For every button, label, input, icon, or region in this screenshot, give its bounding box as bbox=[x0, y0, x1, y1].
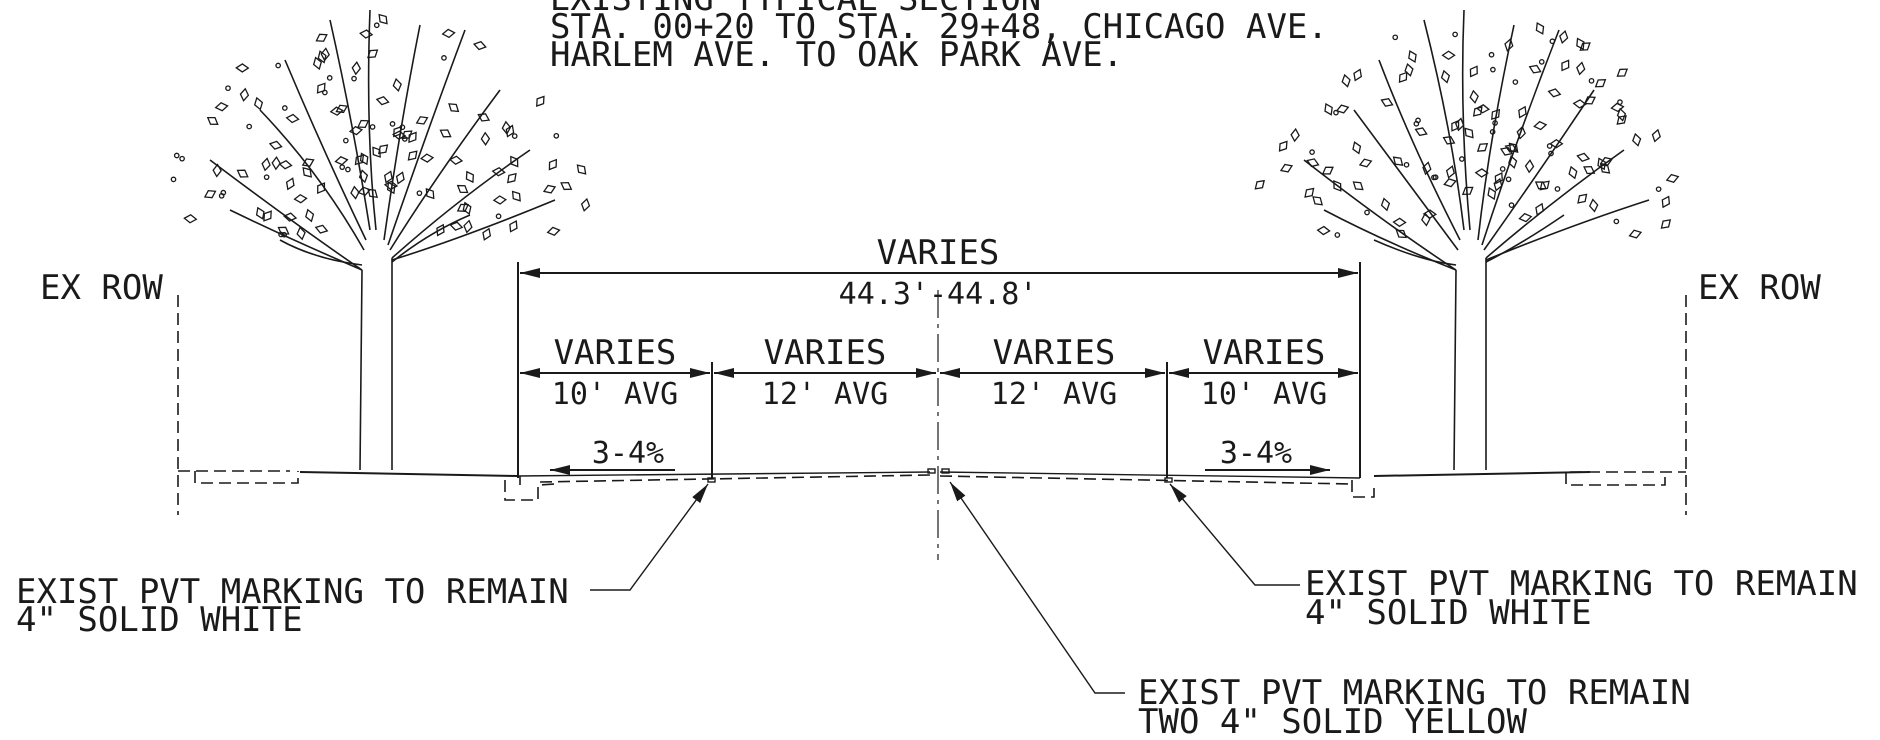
callout-left: EXIST PVT MARKING TO REMAIN 4" SOLID WHI… bbox=[16, 572, 569, 640]
slope-left: 3-4% bbox=[550, 436, 675, 475]
title-line-1: EXISTING TYPICAL SECTION bbox=[550, 0, 1041, 19]
tree-left-icon bbox=[170, 9, 591, 471]
callout-center-line-2: TWO 4" SOLID YELLOW bbox=[1138, 702, 1527, 740]
lane-3-label: VARIES bbox=[993, 333, 1116, 373]
pavement-profile bbox=[178, 468, 1686, 501]
lane-2-label: VARIES bbox=[764, 333, 887, 373]
callout-center-line-1: EXIST PVT MARKING TO REMAIN bbox=[1138, 673, 1691, 713]
leader-lines bbox=[590, 481, 1300, 694]
lane-2-width: 12' AVG bbox=[762, 377, 888, 412]
title-line-3: HARLEM AVE. TO OAK PARK AVE. bbox=[550, 35, 1123, 75]
slope-right-label: 3-4% bbox=[1220, 436, 1292, 471]
lane-4-label: VARIES bbox=[1203, 333, 1326, 373]
title-line-2: STA. 00+20 TO STA. 29+48, CHICAGO AVE. bbox=[550, 7, 1328, 47]
lane-1-label: VARIES bbox=[554, 333, 677, 373]
overall-dimension-label: VARIES bbox=[877, 233, 1000, 273]
callout-center: EXIST PVT MARKING TO REMAIN TWO 4" SOLID… bbox=[1138, 673, 1691, 740]
slope-right: 3-4% bbox=[1205, 436, 1330, 475]
lane-3-width: 12' AVG bbox=[991, 377, 1117, 412]
callout-left-line-1: EXIST PVT MARKING TO REMAIN bbox=[16, 572, 569, 612]
lane-4-width: 10' AVG bbox=[1201, 377, 1327, 412]
overall-dimension-value: 44.3'-44.8' bbox=[839, 277, 1038, 312]
ex-row-label-right: EX ROW bbox=[1698, 268, 1821, 308]
callout-left-line-2: 4" SOLID WHITE bbox=[16, 600, 303, 640]
slope-left-label: 3-4% bbox=[592, 436, 664, 471]
tree-right-icon bbox=[1254, 9, 1680, 471]
lane-dimensions: VARIES 10' AVG VARIES 12' AVG VARIES 12'… bbox=[520, 333, 1358, 412]
callout-right-line-2: 4" SOLID WHITE bbox=[1305, 593, 1592, 633]
ex-row-label-left: EX ROW bbox=[40, 268, 163, 308]
lane-1-width: 10' AVG bbox=[552, 377, 678, 412]
callout-right-line-1: EXIST PVT MARKING TO REMAIN bbox=[1305, 564, 1858, 604]
section-title: EXISTING TYPICAL SECTION STA. 00+20 TO S… bbox=[550, 0, 1328, 75]
overall-dimension: VARIES 44.3'-44.8' bbox=[520, 233, 1358, 312]
callout-right: EXIST PVT MARKING TO REMAIN 4" SOLID WHI… bbox=[1305, 564, 1858, 633]
